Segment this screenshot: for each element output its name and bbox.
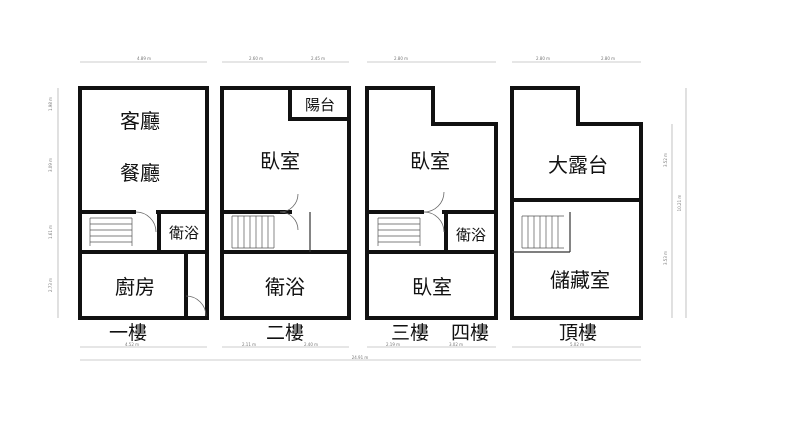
right-dimensions: 3.52 m 10.21 m 3.53 m [663,88,687,318]
room-dining: 餐廳 [120,161,160,185]
roof-plan: 大露台 儲藏室 [510,86,643,320]
dim-bot-4: 5.02 m [570,342,584,347]
dim-total: 24.91 m [352,355,369,360]
label-floor-1: 一樓 [109,322,147,344]
floor-1-plan: 客廳 餐廳 衛浴 廚房 [78,86,209,320]
room-balcony: 陽台 [305,96,335,114]
room-bedroom-3b: 臥室 [412,275,452,299]
room-living: 客廳 [120,109,160,133]
dim-right-3: 3.53 m [663,251,668,265]
dim-left-2: 3.09 m [48,158,53,172]
dim-left-4: 2.73 m [48,278,53,292]
stairs-roof [521,215,564,249]
stairs-floor-2 [231,215,275,249]
label-floor-2: 二樓 [266,322,304,344]
dim-top-2b: 2.45 m [311,56,325,61]
room-bath-2: 衛浴 [265,275,305,299]
left-dimensions: 1.98 m 3.09 m 1.61 m 2.73 m [48,88,59,318]
dim-top-1: 4.89 m [137,56,151,61]
room-bath-1: 衛浴 [169,224,199,242]
dim-top-3: 2.80 m [394,56,408,61]
dim-left-1: 1.98 m [48,97,53,111]
room-storage: 儲藏室 [550,268,610,292]
dim-top-4b: 2.80 m [601,56,615,61]
floor-2-plan: 陽台 臥室 衛浴 [220,86,351,320]
room-terrace: 大露台 [548,153,608,177]
label-roof: 頂樓 [559,322,597,344]
dim-bot-3b: 3.02 m [449,342,463,347]
dim-top-4a: 2.80 m [536,56,550,61]
top-dimensions: 4.89 m 2.60 m 2.45 m 2.80 m 2.80 m 2.80 … [80,56,641,63]
floor-3-4-plan: 臥室 衛浴 臥室 [365,86,498,320]
label-floor-3: 三樓 [391,322,429,344]
room-kitchen: 廚房 [115,275,155,299]
stairs-floor-3 [377,217,421,246]
room-bath-3: 衛浴 [456,226,486,244]
dim-bot-3a: 2.19 m [386,342,400,347]
floor-labels: 一樓 二樓 三樓 四樓 頂樓 [109,322,597,344]
dim-right-2: 10.21 m [677,195,682,212]
bottom-dimensions: 4.52 m 2.11 m 2.40 m 2.19 m 3.02 m 5.02 … [80,342,641,361]
label-floor-4: 四樓 [451,322,489,344]
room-bedroom-3a: 臥室 [410,149,450,173]
stairs-floor-1 [89,217,133,246]
dim-right-1: 3.52 m [663,153,668,167]
dim-bot-1: 4.52 m [125,342,139,347]
dim-top-2a: 2.60 m [249,56,263,61]
dim-left-3: 1.61 m [48,225,53,239]
dim-bot-2b: 2.40 m [304,342,318,347]
room-bedroom-2: 臥室 [260,149,300,173]
dim-bot-2a: 2.11 m [242,342,256,347]
